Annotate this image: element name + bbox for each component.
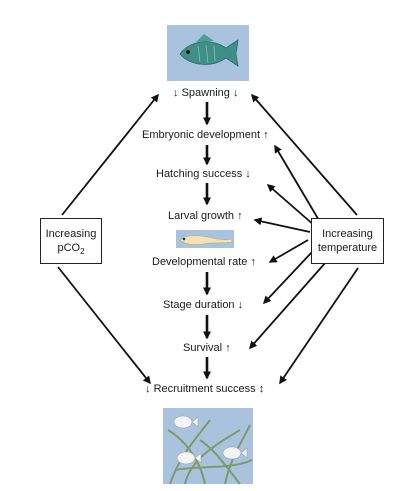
arrow-co2-to-spawning [61, 93, 159, 216]
arrow-temp-to-recruitment [279, 267, 359, 385]
decrease-arrow-symbol: ↓ [173, 87, 179, 99]
seagrass-icon [167, 419, 253, 485]
stage-label: Embryonic development [142, 129, 261, 141]
arrow-temp-to-embryonic [274, 144, 321, 223]
recruitment-photo [163, 408, 253, 485]
juvenile-fish-icon [173, 415, 248, 465]
stage-label: Survival [183, 342, 223, 354]
increase-arrow-symbol: ↑ [237, 210, 243, 222]
decrease-arrow-symbol: ↓ [245, 168, 251, 180]
decrease-arrow-symbol: ↓ [232, 87, 239, 99]
pco2-subscript: 2 [80, 247, 85, 257]
arrow-co2-to-recruitment [57, 266, 151, 385]
arrow-temp-to-stage [262, 251, 313, 305]
temperature-arrows [249, 93, 359, 385]
arrow-temp-to-hatching [266, 184, 316, 227]
stage-hatching-success: Hatching success ↓ [156, 167, 251, 181]
pco2-text: pCO [57, 242, 81, 254]
arrow-temp-to-survival [249, 261, 327, 350]
stage-label: Larval growth [168, 210, 235, 222]
increase-arrow-symbol: ↑ [225, 342, 231, 354]
stage-label: Spawning [181, 87, 230, 99]
co2-arrows [57, 93, 159, 385]
arrow-temp-to-devrate [268, 239, 309, 263]
arrow-temp-to-larval [253, 217, 311, 233]
decrease-arrow-symbol: ↓ [237, 299, 244, 311]
variable-arrow-symbol: ↕ [258, 383, 265, 395]
driver-label-pco2: pCO2 [41, 241, 101, 257]
driver-label: Increasing [322, 228, 373, 240]
stage-developmental-rate: Developmental rate ↑ [152, 255, 256, 269]
increasing-pco2-box: Increasing pCO2 [40, 218, 102, 264]
stage-label: Stage duration [163, 299, 235, 311]
increasing-temperature-box: Increasing temperature [311, 218, 384, 264]
decrease-arrow-symbol: ↓ [145, 383, 151, 395]
increase-arrow-symbol: ↑ [263, 129, 269, 141]
stage-label: Recruitment success [153, 383, 256, 395]
larva-image [176, 230, 234, 248]
stage-larval-growth: Larval growth ↑ [168, 209, 243, 223]
stage-embryonic-development: Embryonic development ↑ [142, 128, 269, 142]
fish-icon [179, 34, 239, 67]
arrow-temp-to-spawning [251, 93, 358, 216]
stage-label: Hatching success [156, 168, 243, 180]
stage-spawning: ↓ Spawning ↓ [173, 86, 238, 100]
driver-label: Increasing [45, 228, 97, 240]
larva-icon [179, 235, 233, 245]
stage-label: Developmental rate [152, 256, 248, 268]
adult-fish-photo [167, 25, 249, 81]
increase-arrow-symbol: ↑ [250, 256, 256, 268]
stage-survival: Survival ↑ [183, 341, 231, 355]
stage-stage-duration: Stage duration ↓ [163, 298, 243, 312]
driver-label: temperature [317, 242, 378, 254]
stage-recruitment-success: ↓ Recruitment success ↕ [145, 382, 264, 396]
